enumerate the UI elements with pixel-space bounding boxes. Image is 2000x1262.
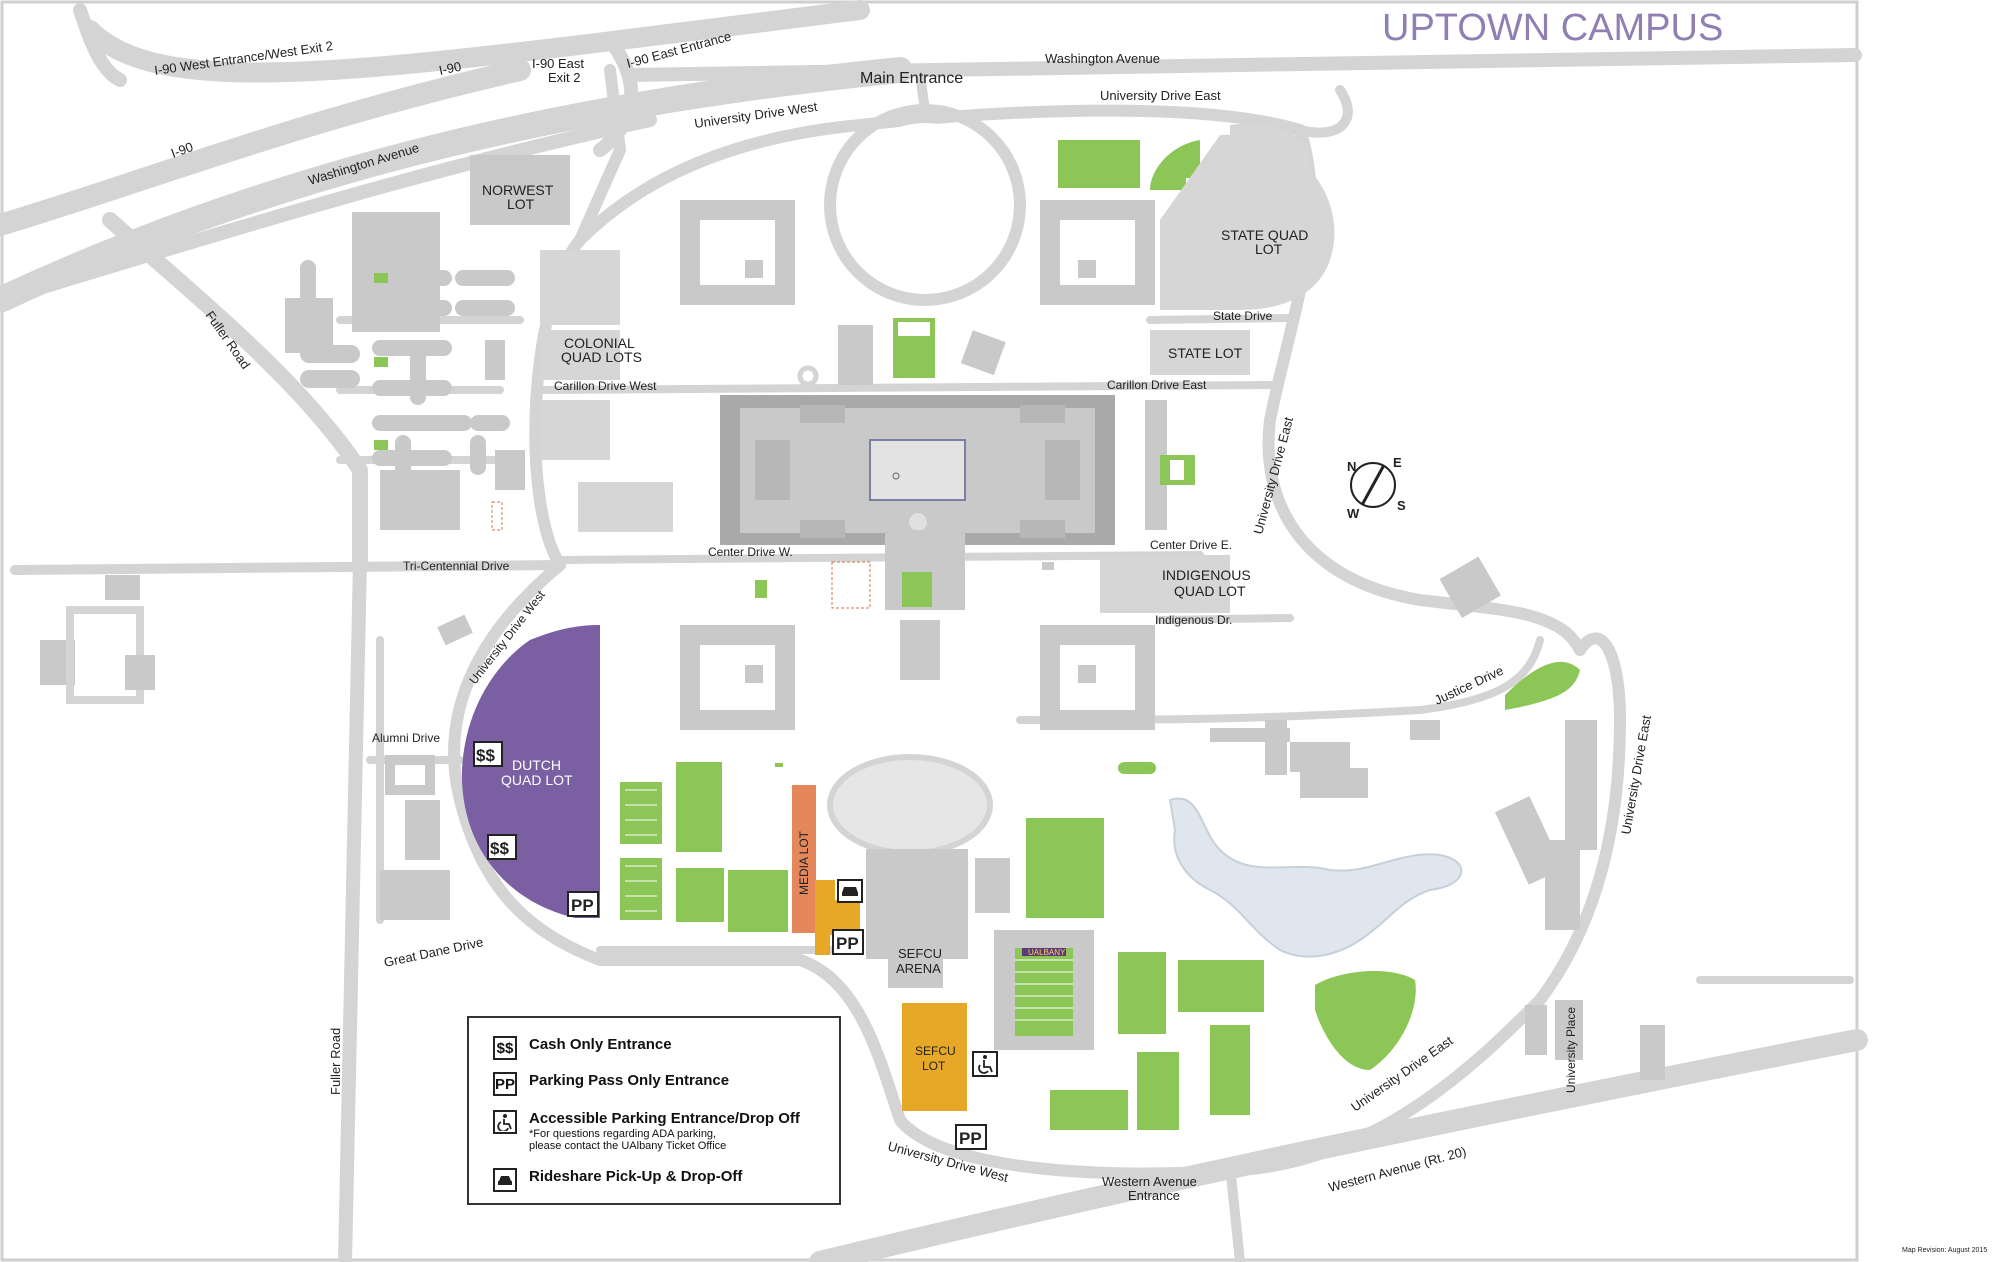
svg-text:SEFCU: SEFCU <box>915 1044 956 1058</box>
media-lot <box>792 785 816 933</box>
sefcu-lot <box>902 1003 967 1111</box>
svg-text:ARENA: ARENA <box>896 961 941 976</box>
legend-accessible-row: Accessible Parking Entrance/Drop Off *Fo… <box>493 1110 800 1152</box>
legend-cash-label: Cash Only Entrance <box>529 1036 672 1053</box>
academic-podium <box>720 395 1230 613</box>
svg-text:Main Entrance: Main Entrance <box>860 70 963 87</box>
pass-entrance-marker[interactable]: PP <box>567 891 599 917</box>
svg-text:SEFCU: SEFCU <box>898 946 942 961</box>
svg-text:PP: PP <box>836 934 859 953</box>
cash-icon: $$ <box>493 1036 517 1060</box>
svg-text:Center Drive W.: Center Drive W. <box>708 545 793 559</box>
svg-text:DUTCH: DUTCH <box>512 757 561 773</box>
legend-pass-label: Parking Pass Only Entrance <box>529 1072 730 1089</box>
svg-text:QUAD LOT: QUAD LOT <box>1174 583 1246 599</box>
svg-text:MEDIA LOT: MEDIA LOT <box>797 830 811 895</box>
svg-text:I-90: I-90 <box>438 59 463 78</box>
svg-text:University Drive East: University Drive East <box>1100 88 1221 103</box>
svg-text:Carillon Drive West: Carillon Drive West <box>554 379 657 393</box>
svg-text:E: E <box>1393 455 1402 470</box>
legend-rideshare-row: Rideshare Pick-Up & Drop-Off <box>493 1168 742 1192</box>
svg-text:N: N <box>1347 459 1356 474</box>
svg-text:QUAD LOT: QUAD LOT <box>501 772 573 788</box>
south-quads <box>680 620 1155 730</box>
svg-text:UALBANY: UALBANY <box>1028 948 1066 957</box>
pond <box>1168 797 1463 958</box>
pass-entrance-marker[interactable]: PP <box>955 1124 987 1150</box>
svg-text:S: S <box>1397 498 1406 513</box>
entrance-markers: $$ $$ PP PP PP <box>473 741 998 1150</box>
svg-text:LOT: LOT <box>922 1059 946 1073</box>
cash-entrance-marker[interactable]: $$ <box>487 834 517 860</box>
svg-text:QUAD LOTS: QUAD LOTS <box>561 349 642 365</box>
svg-text:Center Drive E.: Center Drive E. <box>1150 538 1232 552</box>
svg-text:NORWEST: NORWEST <box>482 182 554 198</box>
wheelchair-icon <box>493 1110 517 1134</box>
svg-text:I-90 East: I-90 East <box>532 56 584 71</box>
svg-text:PP: PP <box>959 1129 982 1148</box>
legend-accessible-note-1: *For questions regarding ADA parking, <box>529 1128 717 1140</box>
norwest-area <box>40 155 570 704</box>
svg-text:State Drive: State Drive <box>1213 309 1273 323</box>
svg-text:LOT: LOT <box>507 196 535 212</box>
legend-rideshare-label: Rideshare Pick-Up & Drop-Off <box>529 1168 743 1185</box>
svg-text:STATE QUAD: STATE QUAD <box>1221 227 1308 243</box>
svg-text:Washington Avenue: Washington Avenue <box>1045 51 1160 66</box>
pass-entrance-marker[interactable]: PP <box>832 929 864 955</box>
svg-text:Tri-Centennial Drive: Tri-Centennial Drive <box>403 559 510 573</box>
wheelchair-icon[interactable] <box>972 1051 998 1077</box>
compass-icon: N E S W <box>1347 455 1406 521</box>
svg-text:PP: PP <box>571 896 594 915</box>
svg-text:Indigenous Dr.: Indigenous Dr. <box>1155 613 1232 627</box>
svg-text:Carillon Drive East: Carillon Drive East <box>1107 378 1207 392</box>
svg-text:Western Avenue: Western Avenue <box>1102 1174 1197 1189</box>
east-campus <box>1168 556 1665 1080</box>
svg-text:$$: $$ <box>490 839 509 858</box>
svg-text:Exit 2: Exit 2 <box>548 70 581 85</box>
map-legend: $$ Cash Only Entrance PP Parking Pass On… <box>467 1016 841 1205</box>
svg-text:I-90: I-90 <box>169 139 195 161</box>
car-icon <box>493 1168 517 1192</box>
legend-pass-row: PP Parking Pass Only Entrance <box>493 1072 729 1096</box>
svg-text:Alumni Drive: Alumni Drive <box>372 731 440 745</box>
cash-entrance-marker[interactable]: $$ <box>473 741 503 767</box>
svg-text:INDIGENOUS: INDIGENOUS <box>1162 567 1251 583</box>
svg-text:W: W <box>1347 506 1360 521</box>
legend-accessible-note-2: please contact the UAlbany Ticket Office <box>529 1140 727 1152</box>
athletic-fields <box>620 754 1264 1130</box>
road-network <box>0 0 1868 1262</box>
svg-text:Entrance: Entrance <box>1128 1188 1180 1203</box>
pass-icon: PP <box>493 1072 517 1096</box>
legend-accessible-label: Accessible Parking Entrance/Drop Off <box>529 1110 800 1127</box>
map-revision: Map Revision: August 2015 <box>1902 1247 1987 1254</box>
svg-text:$$: $$ <box>476 746 495 765</box>
svg-text:University Place: University Place <box>1564 1007 1578 1093</box>
svg-text:Fuller Road: Fuller Road <box>328 1028 343 1095</box>
legend-cash-row: $$ Cash Only Entrance <box>493 1036 672 1060</box>
car-icon[interactable] <box>837 879 863 903</box>
svg-text:STATE LOT: STATE LOT <box>1168 345 1243 361</box>
map-title: UPTOWN CAMPUS <box>1382 7 1723 49</box>
alumni-area <box>380 614 473 920</box>
svg-text:LOT: LOT <box>1255 241 1283 257</box>
svg-text:COLONIAL: COLONIAL <box>564 335 635 351</box>
north-campus <box>540 123 1335 532</box>
